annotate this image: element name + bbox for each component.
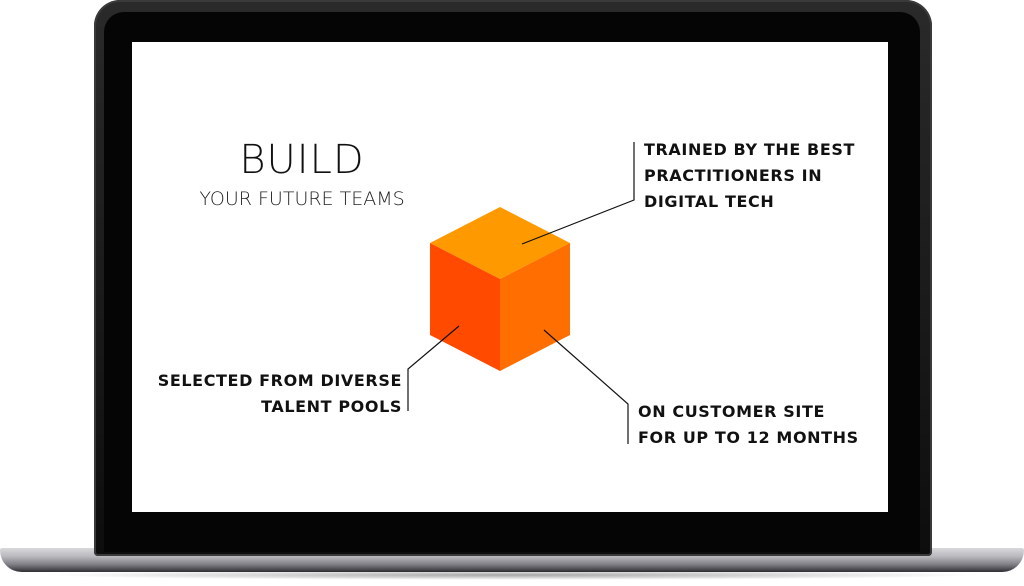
callout-onsite: ON CUSTOMER SITE FOR UP TO 12 MONTHS	[638, 399, 859, 451]
callout-selected-line: TALENT POOLS	[261, 397, 402, 416]
callout-selected: SELECTED FROM DIVERSE TALENT POOLS	[132, 368, 402, 420]
callout-onsite-line: ON CUSTOMER SITE	[638, 402, 825, 421]
cube-left-face	[430, 243, 500, 371]
connector-line-bottom	[543, 329, 629, 444]
callout-trained-line: DIGITAL TECH	[644, 192, 775, 211]
cube-diagram	[407, 142, 635, 444]
slide-title: BUILD	[239, 137, 365, 183]
cube-right-face	[500, 243, 570, 371]
callout-onsite-line: FOR UP TO 12 MONTHS	[638, 428, 859, 447]
callout-trained: TRAINED BY THE BEST PRACTITIONERS IN DIG…	[644, 137, 855, 215]
callout-trained-line: PRACTITIONERS IN	[644, 166, 823, 185]
connector-line-left	[407, 325, 460, 411]
slide-subtitle: YOUR FUTURE TEAMS	[199, 188, 405, 210]
connector-line-top	[521, 142, 635, 245]
laptop-screen: BUILD YOUR FUTURE TEAMS TRAINED BY THE B…	[132, 42, 888, 512]
laptop-shadow	[40, 570, 984, 580]
callout-selected-line: SELECTED FROM DIVERSE	[157, 371, 402, 390]
callout-trained-line: TRAINED BY THE BEST	[644, 140, 855, 159]
